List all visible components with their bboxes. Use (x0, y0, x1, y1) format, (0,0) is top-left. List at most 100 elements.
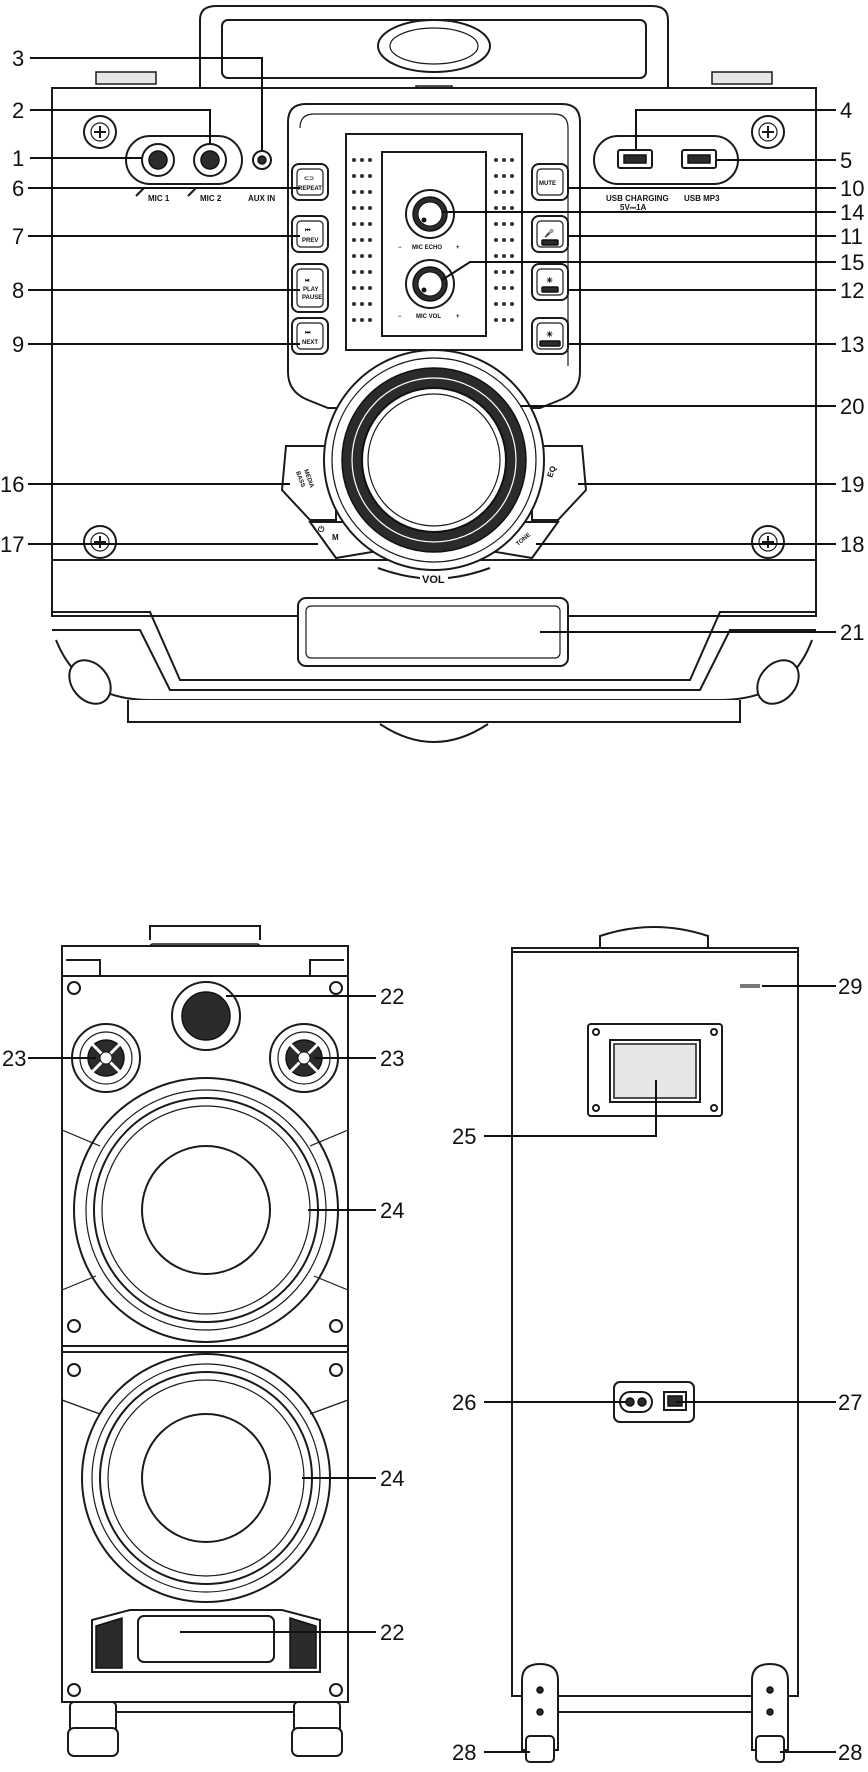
callout-27: 27 (838, 1390, 862, 1415)
callout-19: 19 (840, 472, 864, 497)
mic2-jack[interactable] (193, 143, 227, 177)
usb-charging-label: USB CHARGING (606, 194, 669, 203)
display-window (297, 597, 569, 667)
mic2-label: MIC 2 (200, 194, 222, 203)
callout-2: 2 (12, 98, 24, 123)
ac-input-socket[interactable] (619, 1391, 653, 1413)
aux-in-jack[interactable] (252, 150, 272, 170)
callout-23-right: 23 (380, 1046, 404, 1071)
light-mode-button[interactable]: ☀ (531, 263, 569, 301)
screw-top-left (83, 115, 117, 149)
front-screws (67, 981, 343, 1697)
callout-20: 20 (840, 394, 864, 419)
play-pause-button[interactable]: ⏯ PLAY PAUSE (291, 263, 329, 313)
mic-priority-button[interactable]: 🎤 (531, 215, 569, 253)
left-button-column: ⊂⊃ REPEAT ⏮ PREV ⏯ PLAY PAUSE ⏭ NEXT (291, 163, 329, 355)
mic-vol-label: MIC VOL (416, 314, 441, 320)
power-mode-label: M (332, 533, 339, 542)
callout-17: 17 (0, 532, 24, 557)
bass-port (91, 1609, 321, 1673)
callout-8: 8 (12, 278, 24, 303)
callout-13: 13 (840, 332, 864, 357)
mic1-jack[interactable] (141, 143, 175, 177)
mic1-label: MIC 1 (148, 194, 170, 203)
eq-label: EQ (545, 465, 557, 479)
right-button-column: MUTE 🎤 ☀ ☀ (531, 163, 569, 355)
screw-mid-left (83, 525, 117, 559)
callout-26: 26 (452, 1390, 476, 1415)
callout-16: 16 (0, 472, 24, 497)
mic-icon: 🎤 (544, 228, 554, 238)
front-view (61, 925, 349, 1757)
callout-14: 14 (840, 200, 864, 225)
mic-echo-knob[interactable] (405, 189, 455, 239)
mic-vol-knob[interactable] (405, 259, 455, 309)
jack-plate: MIC 1 MIC 2 AUX IN (125, 135, 275, 203)
callout-3: 3 (12, 46, 24, 71)
play-label: PLAY (303, 287, 318, 293)
callout-25: 25 (452, 1124, 476, 1149)
rear-wheels (521, 1662, 789, 1763)
callout-7: 7 (12, 224, 24, 249)
rear-view (511, 926, 799, 1763)
power-plate (613, 1381, 695, 1423)
left-grille (352, 158, 372, 322)
callout-6: 6 (12, 176, 24, 201)
next-label: NEXT (302, 340, 318, 346)
screw-mid-right (751, 525, 785, 559)
callout-9: 9 (12, 332, 24, 357)
mic-vol-minus: − (398, 314, 402, 320)
mic-vol-plus: + (456, 314, 460, 320)
callout-4: 4 (840, 98, 852, 123)
callout-5: 5 (840, 148, 852, 173)
callout-22-bottom: 22 (380, 1620, 404, 1645)
mute-button[interactable]: MUTE (531, 163, 569, 201)
play-pause-icon: ⏯ (305, 278, 310, 284)
horn-tweeter-right (269, 1023, 339, 1093)
repeat-button[interactable]: ⊂⊃ REPEAT (291, 163, 329, 201)
next-button[interactable]: ⏭ NEXT (291, 317, 329, 355)
prev-button[interactable]: ⏮ PREV (291, 215, 329, 253)
callout-28-right: 28 (838, 1740, 862, 1765)
callout-10: 10 (840, 176, 864, 201)
horn-tweeter-left (71, 1023, 141, 1093)
callout-29: 29 (838, 974, 862, 999)
vol-label: VOL (422, 574, 445, 586)
next-icon: ⏭ (305, 330, 311, 336)
usb-charging-port[interactable] (617, 149, 653, 169)
front-feet (67, 1701, 343, 1757)
light-on-off-icon: ☀ (546, 330, 553, 339)
mic1-mic-icon (135, 187, 145, 197)
tweeter-top (171, 981, 241, 1051)
repeat-label: REPEAT (298, 186, 322, 192)
callout-1: 1 (12, 146, 24, 171)
mic2-mic-icon (187, 187, 197, 197)
callout-23-left: 23 (2, 1046, 26, 1071)
screw-top-right (751, 115, 785, 149)
control-housing: MIC ECHO − + MIC VOL − + (287, 103, 581, 409)
light-on-off-button[interactable]: ☀ (531, 317, 569, 355)
callout-numbers: 1 2 3 6 7 8 9 16 17 4 5 10 14 11 15 12 1… (0, 46, 864, 1765)
vol-arc: VOL (377, 567, 491, 586)
power-icon: ⏻ (318, 525, 325, 534)
prev-icon: ⏮ (305, 228, 311, 234)
pause-label: PAUSE (302, 295, 322, 301)
prev-label: PREV (302, 238, 318, 244)
callout-21: 21 (840, 620, 864, 645)
mute-label: MUTE (539, 181, 556, 187)
callout-28-left: 28 (452, 1740, 476, 1765)
repeat-icon: ⊂⊃ (304, 176, 314, 182)
usb-plate: USB CHARGING 5V⎓1A USB MP3 (593, 135, 739, 212)
callout-11: 11 (840, 224, 863, 249)
leader-lines (28, 57, 836, 1753)
usb-mp3-port[interactable] (681, 149, 717, 169)
callout-18: 18 (840, 532, 864, 557)
carry-handle (95, 5, 773, 101)
right-grille (494, 158, 514, 322)
usb-charging-spec: 5V⎓1A (620, 203, 647, 212)
callout-22-top: 22 (380, 984, 404, 1009)
mic-echo-label: MIC ECHO (412, 245, 442, 251)
master-volume-knob[interactable] (323, 349, 545, 571)
callout-24-lower: 24 (380, 1466, 404, 1491)
